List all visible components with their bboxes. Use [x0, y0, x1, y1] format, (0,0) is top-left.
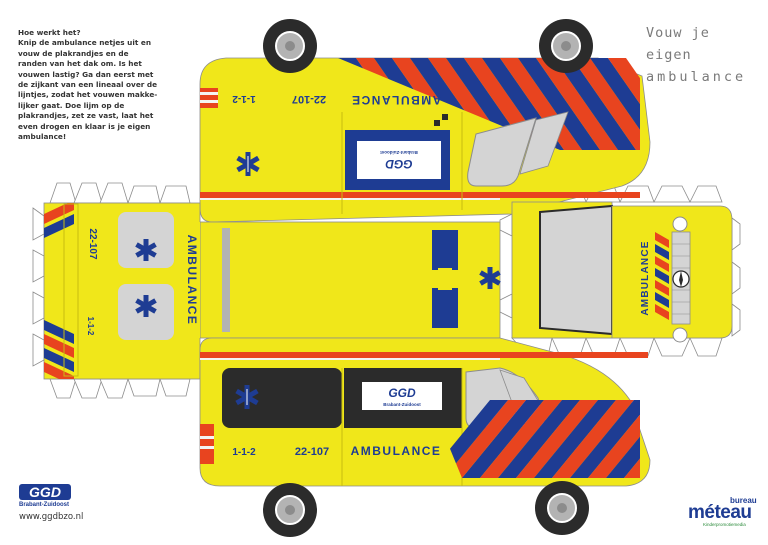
bottom-front-wheel [535, 481, 589, 535]
star-of-life-icon [135, 239, 157, 261]
roof-panel [199, 221, 501, 339]
top-ambulance-word: AMBULANCE [351, 93, 442, 107]
bottom-emergency-number: 1-1-2 [232, 447, 256, 458]
instructions-line: lijntjes, zodat het vouwen makke- [18, 90, 158, 100]
bottom-side-panel: GGD Brabant-Zuidoost AMBULANCE 22-107 1-… [199, 337, 651, 537]
instructions-line: lijker gaat. Doe lijm op de [18, 100, 125, 110]
top-unit-number: 22-107 [292, 93, 326, 105]
page-title: Vouw je eigen ambulance [646, 22, 761, 88]
front-panel: AMBULANCE [611, 205, 733, 343]
top-rear-wheel [539, 19, 593, 73]
top-front-wheel [263, 19, 317, 73]
headlight-icon [672, 216, 688, 232]
bottom-rear-wheel [263, 483, 317, 537]
top-ggd-region: Brabant-Zuidoost [380, 150, 418, 155]
ggd-logo-sub: Brabant-Zuidoost [19, 502, 69, 508]
bottom-ambulance-word: AMBULANCE [351, 444, 442, 458]
star-of-life-icon [235, 385, 259, 409]
rear-unit-number: 22-107 [87, 228, 98, 260]
instructions-line: plakrandjes, zet ze vast, laat het [18, 111, 154, 121]
agency-logo-small: bureau [730, 496, 757, 505]
rear-emergency-number: 1-1-2 [86, 317, 95, 336]
star-of-life-icon [236, 152, 260, 176]
top-emergency-number: 1-1-2 [232, 93, 256, 104]
instructions-line: vouwen lastig? Ga dan eerst met [18, 69, 154, 79]
rear-ambulance-word: AMBULANCE [185, 235, 199, 326]
headlight-icon [672, 327, 688, 343]
instructions-line: vouw de plakrandjes en de [18, 48, 129, 58]
ggd-logo: GGD [19, 482, 79, 502]
website-link[interactable]: www.ggdbzo.nl [19, 512, 84, 522]
bottom-ggd-logo: GGD [388, 386, 416, 400]
front-ambulance-word: AMBULANCE [640, 240, 651, 315]
star-of-life-icon [135, 295, 157, 317]
bottom-unit-number: 22-107 [295, 446, 329, 458]
top-side-panel: GGD Brabant-Zuidoost AMBULANCE 22-107 1-… [199, 19, 651, 223]
instructions-title: Hoe werkt het? [18, 28, 81, 37]
instructions-line: de zijkant van een lineaal over de [18, 80, 158, 90]
star-of-life-icon [479, 267, 501, 289]
windshield-panel [511, 201, 613, 339]
agency-logo-name: méteau [688, 502, 752, 523]
rear-panel: AMBULANCE 22-107 1-1-2 [43, 202, 201, 380]
bottom-ggd-region: Brabant-Zuidoost [383, 402, 421, 407]
page-title-line2: ambulance [646, 69, 747, 85]
top-ggd-logo: GGD [385, 157, 413, 171]
instructions-line: Knip de ambulance netjes uit en [18, 38, 152, 48]
instructions-line: even drogen en klaar is je eigen [18, 121, 151, 131]
page-title-line1: Vouw je eigen [646, 25, 710, 63]
instructions-text: Hoe werkt het? Knip de ambulance netjes … [18, 28, 183, 142]
agency-logo-sub: Kinderpromotiemedia [703, 522, 746, 527]
ggd-logo-text: GGD [29, 484, 61, 500]
instructions-line: ambulance! [18, 132, 67, 142]
instructions-line: randen van het dak om. Is het [18, 59, 142, 69]
